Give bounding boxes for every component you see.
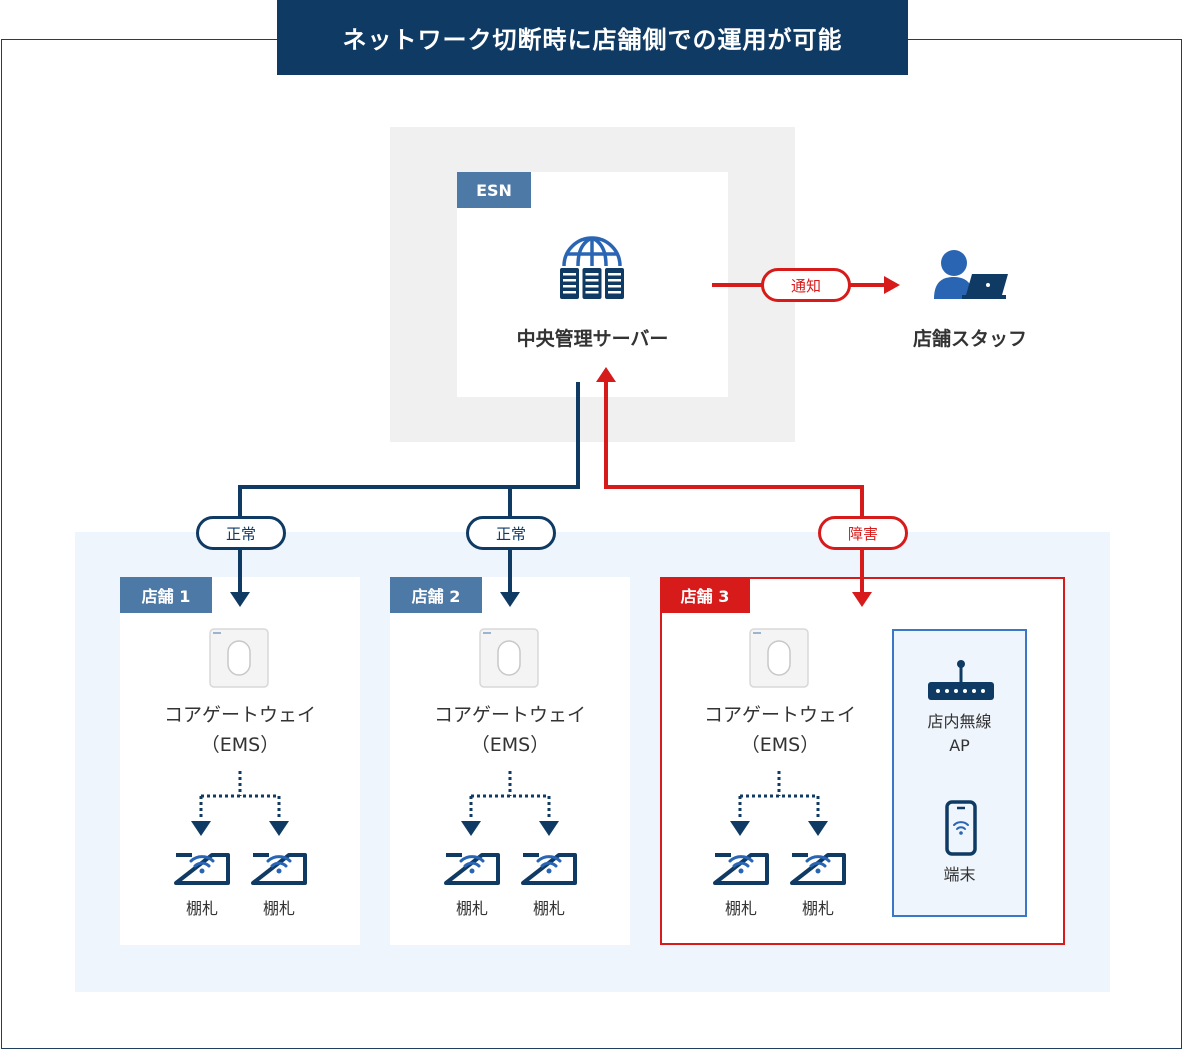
staff-icon [934,250,1008,299]
status-pill-store-1: 正常 [196,516,286,550]
device-label: 端末 [943,865,976,884]
gateway-type: （EMS） [470,734,550,756]
gateway-name: コアゲートウェイ [433,704,586,726]
shelf-tag-icon [713,853,769,885]
notify-pill: 通知 [761,268,851,302]
ap-label-line2: AP [949,736,970,755]
gateway-label-store-1: コアゲートウェイ （EMS） [120,700,360,760]
gateway-device-icon [749,628,809,688]
shelf-label: 棚札 [455,899,488,918]
shelf-label: 棚札 [532,899,565,918]
tree-store-3 [738,771,820,820]
status-label-store-2: 正常 [496,525,526,543]
link-store-1 [238,382,580,593]
diagram-title: ネットワーク切断時に店舗側での運用が可能 [277,0,908,75]
staff-label: 店舗スタッフ [912,328,1027,350]
shelf-tag-icon [444,853,500,885]
gateway-type: （EMS） [740,734,820,756]
gateway-label-store-2: コアゲートウェイ （EMS） [390,700,630,760]
notify-label: 通知 [791,277,821,295]
shelf-label: 棚札 [724,899,757,918]
arrowhead-store-1 [230,592,250,607]
server-icon [560,236,624,299]
tree-store-2 [469,771,551,820]
arrowhead-server [596,367,616,382]
status-label-store-1: 正常 [226,525,256,543]
shelf-label: 棚札 [262,899,295,918]
status-label-store-3: 障害 [848,525,878,543]
shelf-tag-icon [521,853,577,885]
shelf-tag-icon [790,853,846,885]
notify-arrowhead [884,276,900,294]
store-3-tag: 店舗 3 [660,577,750,613]
gateway-device-icon [209,628,269,688]
shelf-tag-icon [251,853,307,885]
shelf-tag-icon [174,853,230,885]
status-pill-store-2: 正常 [466,516,556,550]
link-store-3 [604,382,864,593]
esn-tag: ESN [457,172,531,208]
store-1-tag: 店舗 1 [120,577,212,613]
smartphone-icon [945,800,977,856]
shelf-label: 棚札 [801,899,834,918]
server-label: 中央管理サーバー [516,328,669,350]
ap-label-line1: 店内無線 [927,712,992,731]
status-pill-store-3: 障害 [818,516,908,550]
shelf-label: 棚札 [185,899,218,918]
gateway-label-store-3: コアゲートウェイ （EMS） [660,700,900,760]
gateway-device-icon [479,628,539,688]
ap-label: 店内無線 AP [892,710,1027,758]
gateway-type: （EMS） [200,734,280,756]
gateway-name: コアゲートウェイ [163,704,316,726]
gateway-name: コアゲートウェイ [703,704,856,726]
arrowhead-store-3 [852,592,872,607]
router-icon [928,660,994,700]
arrowhead-store-2 [500,592,520,607]
tree-store-1 [199,771,281,820]
store-2-tag: 店舗 2 [390,577,482,613]
